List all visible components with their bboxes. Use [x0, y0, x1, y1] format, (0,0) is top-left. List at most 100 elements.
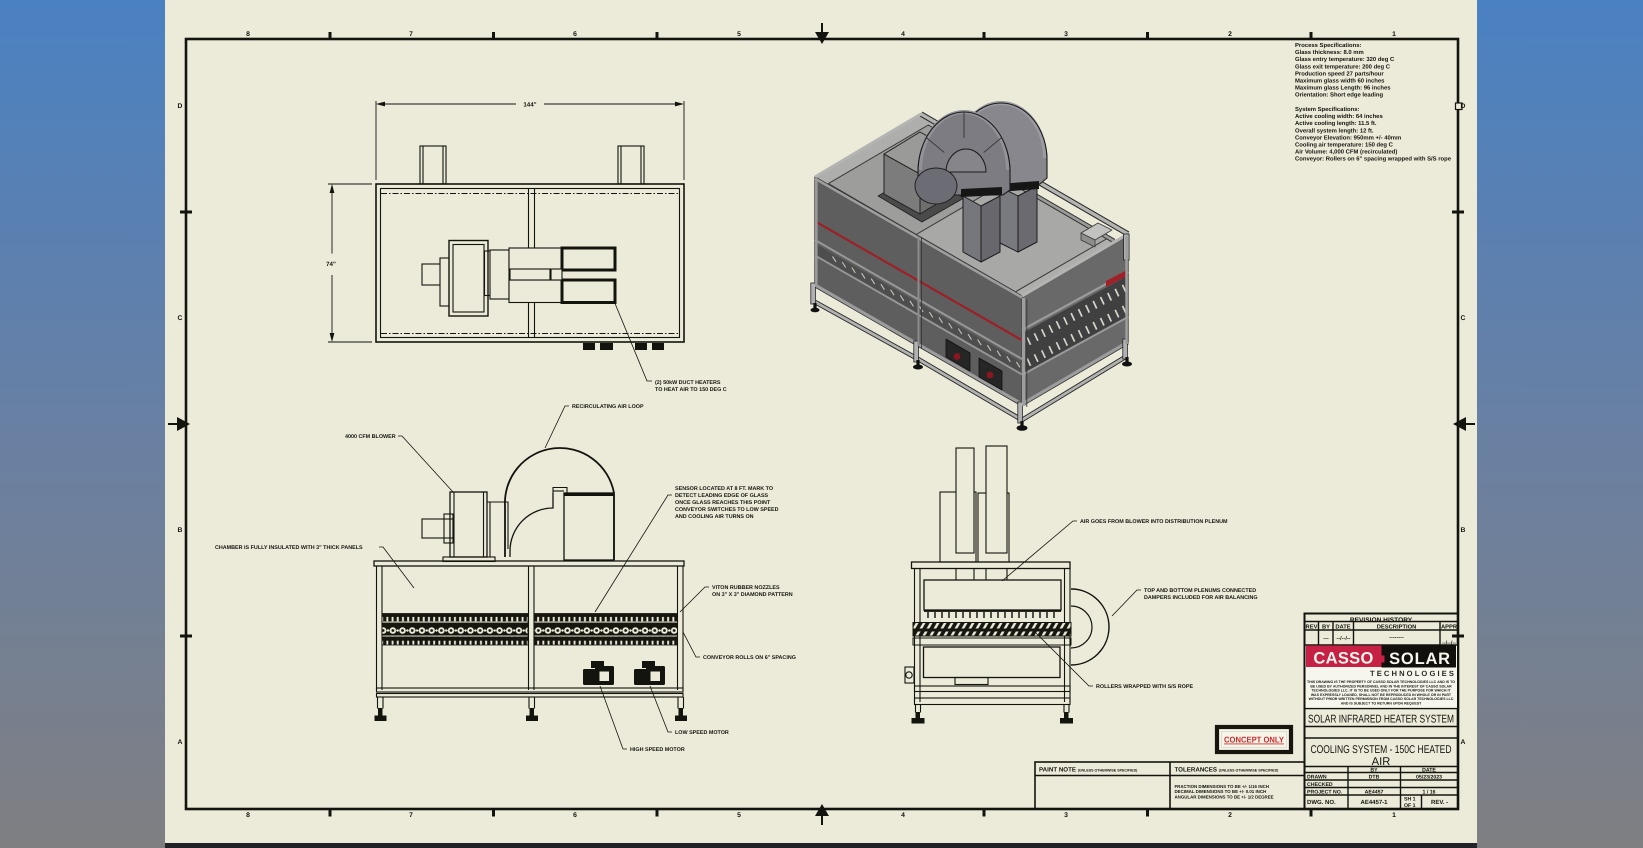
svg-text:6: 6: [573, 31, 577, 38]
svg-text:B: B: [178, 527, 183, 534]
svg-text:SOLAR: SOLAR: [1389, 650, 1451, 668]
svg-text:B: B: [1461, 527, 1466, 534]
svg-text:SH 1: SH 1: [1404, 797, 1416, 803]
svg-text:AE4457-1: AE4457-1: [1360, 799, 1388, 806]
svg-text:CHAMBER IS FULLY INSULATED WIT: CHAMBER IS FULLY INSULATED WITH 3" THICK…: [215, 545, 363, 551]
svg-text:Glass entry temperature: 320 d: Glass entry temperature: 320 deg C: [1295, 56, 1395, 63]
svg-text:D: D: [1461, 103, 1466, 110]
svg-text:2: 2: [1228, 31, 1232, 38]
svg-text:1: 1: [1392, 31, 1396, 38]
svg-text:LOW SPEED MOTOR: LOW SPEED MOTOR: [675, 730, 729, 736]
svg-text:Active cooling length: 11.5 ft: Active cooling length: 11.5 ft.: [1295, 120, 1377, 127]
svg-text:VITON RUBBER NOZZLES: VITON RUBBER NOZZLES: [712, 585, 780, 591]
svg-text:4: 4: [901, 812, 905, 819]
svg-text:PAINT NOTE (UNLESS OTHERWISE S: PAINT NOTE (UNLESS OTHERWISE SPECIFIED): [1039, 767, 1138, 774]
svg-text:DWG. NO.: DWG. NO.: [1307, 799, 1336, 806]
svg-text:SOLAR INFRARED HEATER SYSTEM: SOLAR INFRARED HEATER SYSTEM: [1308, 714, 1454, 726]
svg-text:RECIRCULATING AIR LOOP: RECIRCULATING AIR LOOP: [572, 404, 644, 410]
svg-text:DATE: DATE: [1422, 768, 1436, 774]
svg-text:DESCRIPTION: DESCRIPTION: [1377, 624, 1417, 631]
svg-text:TECHNOLOGIES LLC. IT IS TO BE: TECHNOLOGIES LLC. IT IS TO BE USED ONLY …: [1311, 689, 1451, 693]
svg-text:5: 5: [737, 31, 741, 38]
svg-text:--/--/--: --/--/--: [1336, 636, 1350, 642]
svg-text:C: C: [178, 315, 183, 322]
svg-text:--------: --------: [1389, 635, 1404, 641]
svg-text:OF 1: OF 1: [1404, 803, 1416, 809]
svg-text:AIR: AIR: [1372, 756, 1391, 768]
svg-text:1: 1: [1392, 812, 1396, 819]
svg-text:AE4457: AE4457: [1365, 789, 1384, 795]
svg-text:DAMPERS INCLUDED FOR AIR BALAN: DAMPERS INCLUDED FOR AIR BALANCING: [1144, 595, 1258, 601]
svg-text:System Specifications:: System Specifications:: [1295, 106, 1360, 113]
svg-text:DECIMAL DIMENSIONS TO BE +/- 0: DECIMAL DIMENSIONS TO BE +/- 0.01 INCH: [1175, 789, 1267, 794]
svg-text:7: 7: [409, 31, 413, 38]
svg-text:DETECT LEADING EDGE OF GLASS: DETECT LEADING EDGE OF GLASS: [675, 493, 769, 499]
svg-text:Cooling air temperature: 150 d: Cooling air temperature: 150 deg C: [1295, 142, 1394, 149]
svg-text:REV. -: REV. -: [1431, 799, 1448, 806]
svg-text:BE USED BY AUTHORIZED PERSONNE: BE USED BY AUTHORIZED PERSONNEL AND IN T…: [1310, 684, 1452, 688]
svg-text:05/23/2023: 05/23/2023: [1416, 774, 1442, 780]
svg-text:7: 7: [409, 812, 413, 819]
svg-text:CONVEYOR ROLLS ON 6" SPACING: CONVEYOR ROLLS ON 6" SPACING: [703, 655, 796, 661]
svg-text:BY: BY: [1370, 768, 1378, 774]
svg-text:TECHNOLOGIES: TECHNOLOGIES: [1370, 669, 1456, 678]
svg-text:TO HEAT AIR TO 150 DEG C: TO HEAT AIR TO 150 DEG C: [655, 387, 727, 393]
svg-text:8: 8: [246, 31, 250, 38]
svg-text:TOLERANCES (UNLESS OTHERWISE S: TOLERANCES (UNLESS OTHERWISE SPECIFIED): [1175, 767, 1280, 774]
svg-text:CONVEYOR SWITCHES TO LOW SPEED: CONVEYOR SWITCHES TO LOW SPEED: [675, 507, 779, 513]
svg-text:C: C: [1461, 315, 1466, 322]
svg-text:AND COOLING AIR TURNS ON: AND COOLING AIR TURNS ON: [675, 514, 754, 520]
svg-text:A: A: [178, 739, 183, 746]
svg-text:Glass exit temperature: 200 de: Glass exit temperature: 200 deg C: [1295, 63, 1391, 70]
svg-text:Glass thickness: 8.0 mm: Glass thickness: 8.0 mm: [1295, 49, 1364, 56]
svg-text:BY: BY: [1322, 625, 1330, 631]
svg-text:CASSO: CASSO: [1313, 650, 1373, 668]
svg-text:2: 2: [1228, 812, 1232, 819]
svg-text:--/--/--: --/--/--: [1442, 641, 1456, 647]
svg-text:3: 3: [1064, 31, 1068, 38]
svg-text:FRACTION DIMENSIONS TO BE +/-: FRACTION DIMENSIONS TO BE +/- 1/16 INCH: [1175, 784, 1269, 789]
svg-text:THIS DRAWING IS THE PROPERTY O: THIS DRAWING IS THE PROPERTY OF CASSO SO…: [1307, 680, 1455, 684]
svg-text:Air Volume: 4,000 CFM (recircu: Air Volume: 4,000 CFM (recirculated): [1295, 149, 1397, 156]
svg-text:Maximum glass width 60 inche: Maximum glass width 60 inches: [1295, 78, 1385, 85]
svg-text:ONCE GLASS REACHES THIS POINT: ONCE GLASS REACHES THIS POINT: [675, 500, 771, 506]
svg-text:1 / 16: 1 / 16: [1423, 789, 1436, 795]
svg-text:Conveyor: Rollers on 6" spacin: Conveyor: Rollers on 6" spacing wrapped …: [1295, 156, 1452, 163]
svg-text:---: ---: [1323, 636, 1329, 642]
svg-text:CONCEPT ONLY: CONCEPT ONLY: [1224, 735, 1284, 745]
svg-text:Orientation: Short edge leadin: Orientation: Short edge leading: [1295, 92, 1383, 99]
svg-text:AIR GOES FROM BLOWER INTO DIST: AIR GOES FROM BLOWER INTO DISTRIBUTION P…: [1080, 519, 1228, 525]
svg-text:144": 144": [523, 102, 536, 109]
svg-text:Maximum glass Length: 96 inche: Maximum glass Length: 96 inches: [1295, 85, 1391, 92]
svg-text:Overall system length: 12 ft.: Overall system length: 12 ft.: [1295, 127, 1374, 134]
svg-text:ANGULAR DIMENSIONS TO BE +/- 1: ANGULAR DIMENSIONS TO BE +/- 1/2 DEGREE: [1175, 794, 1274, 799]
svg-text:HIGH SPEED MOTOR: HIGH SPEED MOTOR: [630, 747, 685, 753]
svg-text:Production speed 27 parts/hou: Production speed 27 parts/hour: [1295, 70, 1384, 77]
svg-text:4000 CFM BLOWER: 4000 CFM BLOWER: [345, 434, 396, 440]
svg-text:ON 3" X 3" DIAMOND PATTERN: ON 3" X 3" DIAMOND PATTERN: [712, 592, 793, 598]
svg-text:Process Specifications:: Process Specifications:: [1295, 42, 1361, 49]
svg-text:REVISION HISTORY: REVISION HISTORY: [1350, 617, 1413, 624]
svg-text:D: D: [178, 103, 183, 110]
svg-text:4: 4: [901, 31, 905, 38]
svg-text:6: 6: [573, 812, 577, 819]
svg-text:PROJECT NO.: PROJECT NO.: [1307, 789, 1343, 795]
svg-text:Conveyor Elevation: 950mm +/-: Conveyor Elevation: 950mm +/- 40mm: [1295, 134, 1401, 141]
svg-text:CHECKED: CHECKED: [1307, 782, 1333, 788]
svg-text:REV: REV: [1306, 625, 1318, 631]
svg-text:AND IS SUBJECT TO RETURN UPON: AND IS SUBJECT TO RETURN UPON REQUEST: [1341, 702, 1422, 706]
svg-text:5: 5: [737, 812, 741, 819]
svg-text:3: 3: [1064, 812, 1068, 819]
svg-text:DRAWN: DRAWN: [1307, 774, 1327, 780]
svg-text:DATE: DATE: [1335, 625, 1350, 631]
svg-text:(2) 50kW DUCT HEATERS: (2) 50kW DUCT HEATERS: [655, 380, 721, 386]
svg-text:8: 8: [246, 812, 250, 819]
svg-text:DTB: DTB: [1369, 774, 1380, 780]
svg-text:TOP AND BOTTOM PLENUMS CONNECT: TOP AND BOTTOM PLENUMS CONNECTED: [1144, 588, 1256, 594]
svg-text:COOLING SYSTEM - 150C HEATED: COOLING SYSTEM - 150C HEATED: [1311, 744, 1452, 756]
svg-text:SENSOR LOCATED AT 8 FT. MARK T: SENSOR LOCATED AT 8 FT. MARK TO: [675, 486, 773, 492]
svg-text:APPR: APPR: [1441, 625, 1458, 631]
svg-text:74": 74": [326, 261, 336, 268]
svg-text:WAS EXPRESSLY LOANED, SHALL NO: WAS EXPRESSLY LOANED, SHALL NOT BE REPRO…: [1311, 693, 1452, 697]
svg-text:A: A: [1461, 739, 1466, 746]
